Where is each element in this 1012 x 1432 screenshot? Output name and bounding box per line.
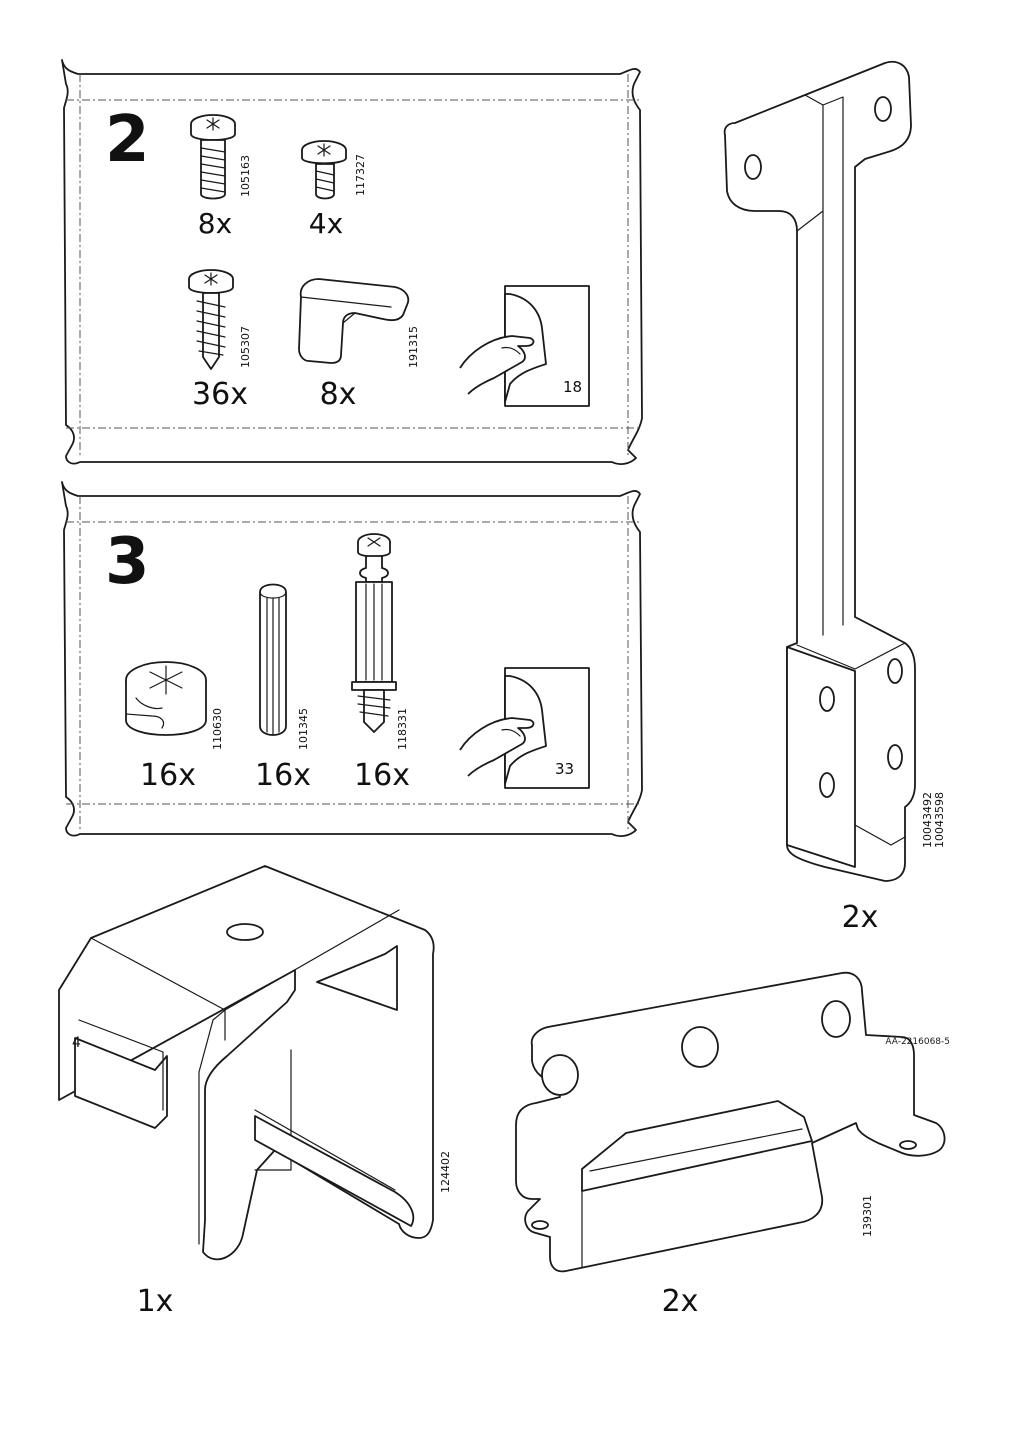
bag-2-panel: 2 105163 8x 117327 4x 105307 36x 191315 … bbox=[0, 0, 680, 480]
article-number: 110630 bbox=[211, 708, 224, 750]
flat-bracket-drawing bbox=[515, 971, 946, 1273]
wooden-dowel-icon bbox=[259, 583, 287, 736]
quantity-label: 1x bbox=[136, 1284, 174, 1319]
article-number: 191315 bbox=[407, 326, 420, 368]
step-number: 2 bbox=[105, 103, 150, 177]
article-number: 101345 bbox=[297, 708, 310, 750]
article-number: 10043598 bbox=[933, 792, 946, 848]
quantity-label: 8x bbox=[319, 377, 357, 412]
quantity-label: 16x bbox=[140, 758, 196, 793]
screw-long-icon bbox=[188, 269, 234, 370]
screw-short-icon bbox=[190, 114, 236, 200]
bag-2-outline bbox=[61, 59, 643, 465]
peel-page-number: 18 bbox=[563, 378, 583, 396]
article-numbers: 10043492 10043598 bbox=[921, 792, 946, 848]
clip-drawing bbox=[58, 865, 435, 1261]
quantity-label: 8x bbox=[197, 207, 233, 240]
quantity-label: 2x bbox=[661, 1284, 699, 1319]
plastic-foot-icon bbox=[298, 278, 410, 364]
long-bracket-drawing bbox=[723, 60, 916, 882]
peel-page-number: 33 bbox=[555, 760, 575, 778]
document-id: AA-2216068-5 bbox=[885, 1037, 950, 1047]
quantity-label: 4x bbox=[308, 207, 344, 240]
peel-sticker-icon bbox=[459, 285, 590, 407]
article-number: 124402 bbox=[439, 1151, 452, 1193]
cam-bolt-icon bbox=[351, 533, 397, 733]
article-number: 105307 bbox=[239, 326, 252, 368]
cam-lock-icon bbox=[125, 661, 207, 736]
article-number: 139301 bbox=[861, 1195, 874, 1237]
quantity-label: 2x bbox=[841, 900, 879, 935]
quantity-label: 16x bbox=[255, 758, 311, 793]
article-number: 105163 bbox=[239, 155, 252, 197]
peel-sticker-icon bbox=[459, 667, 590, 789]
bag-3-outline bbox=[61, 481, 643, 837]
article-number: 117327 bbox=[354, 154, 367, 196]
page-number: 4 bbox=[72, 1035, 81, 1051]
article-number: 118331 bbox=[396, 708, 409, 750]
screw-small-icon bbox=[301, 140, 347, 200]
step-number: 3 bbox=[105, 525, 150, 599]
bag-3-panel: 3 110630 16x 101345 16x 118331 16x 33 bbox=[0, 478, 680, 858]
quantity-label: 16x bbox=[354, 758, 410, 793]
quantity-label: 36x bbox=[192, 377, 248, 412]
